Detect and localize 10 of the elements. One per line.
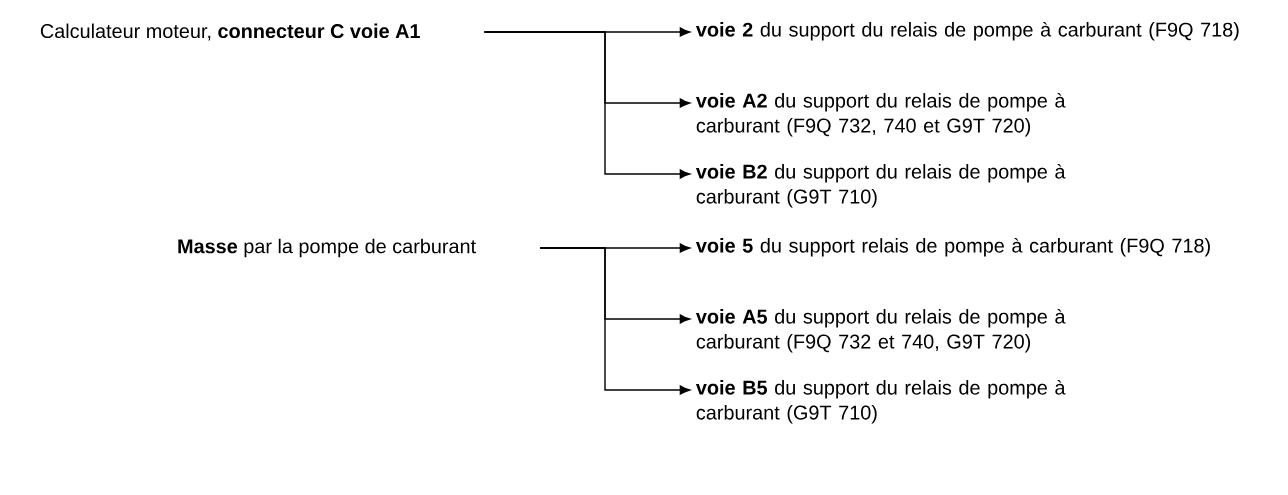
arrow bbox=[539, 247, 691, 395]
label-text: Calculateur moteur, connecteur C voie A1 bbox=[40, 23, 420, 41]
label-text: Masse par la pompe de carburant bbox=[178, 238, 476, 258]
arrow bbox=[483, 31, 691, 179]
label-text: voie B5 du support du relais de pompe à carburant (G9T 710) bbox=[695, 379, 1066, 424]
label-text: voie A5 du support du relais de pompe à carburant (F9Q 732 et 740, G9T 720) bbox=[695, 308, 1066, 353]
label-text: voie 5 du support relais de pompe à carburant (F9Q 718) bbox=[695, 237, 1210, 257]
label-text: voie B2 du support du relais de pompe à carburant (G9T 710) bbox=[695, 163, 1066, 208]
label-text: voie 2 du support du relais de pompe à carburant (F9Q 718) bbox=[695, 21, 1239, 41]
label-text: voie A2 du support du relais de pompe à carburant (F9Q 732, 740 et G9T 720) bbox=[695, 92, 1066, 137]
